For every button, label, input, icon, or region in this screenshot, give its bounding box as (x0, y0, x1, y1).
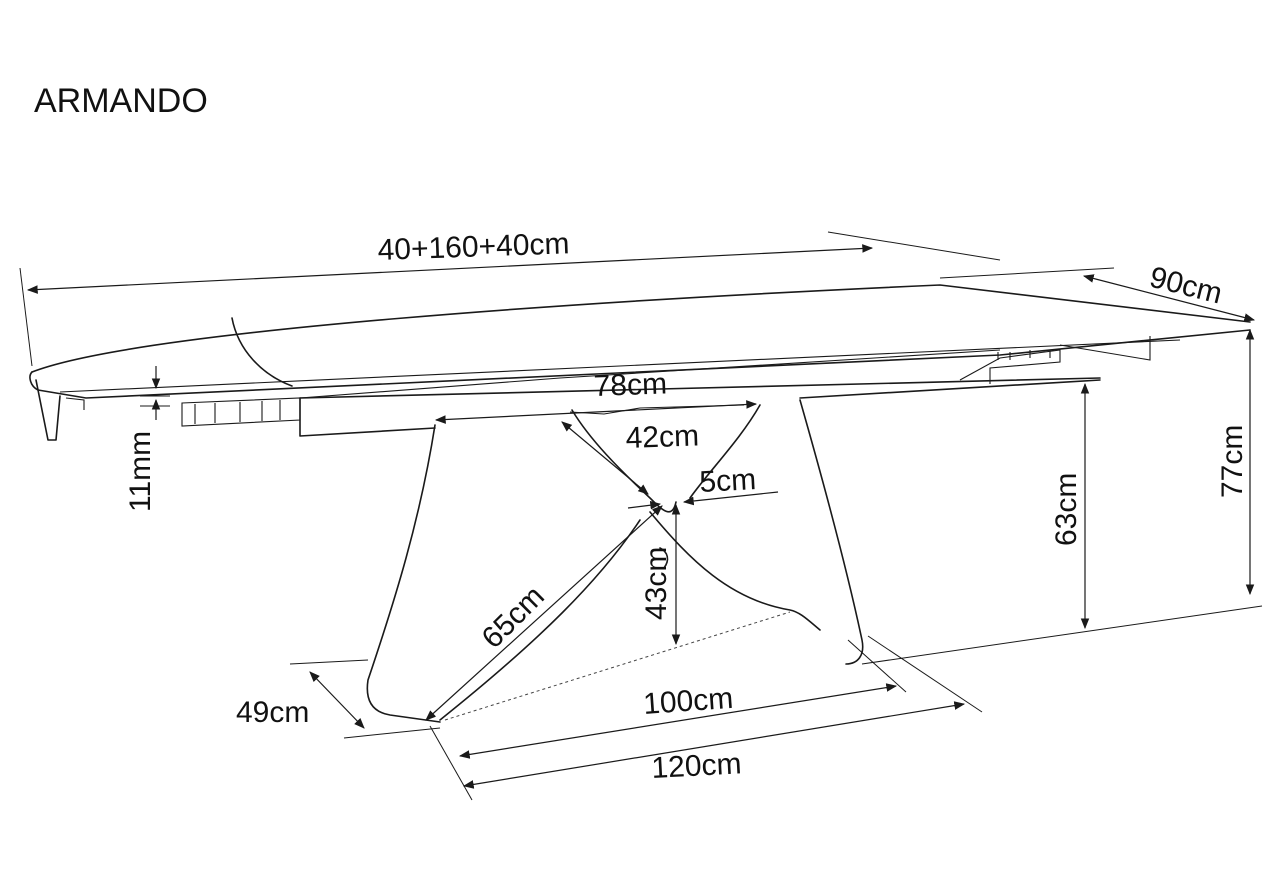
depth-label: 90cm (1146, 261, 1225, 311)
beam-width-label: 5cm (699, 463, 757, 499)
cross-height-label: 43cm (640, 547, 673, 620)
table-top (29, 284, 1251, 441)
foot-depth-label: 49cm (236, 696, 309, 729)
dimension-lines (19, 231, 1263, 801)
upper-span-label: 78cm (593, 367, 667, 403)
inner-span-label: 42cm (625, 419, 699, 455)
foot-length-label: 120cm (651, 747, 743, 785)
base-height-label: 63cm (1050, 473, 1083, 546)
length-label: 40+160+40cm (377, 227, 570, 267)
table-base (366, 399, 864, 723)
height-label: 77cm (1216, 425, 1249, 498)
thickness-label: 11mm (124, 431, 157, 512)
base-length-label: 100cm (642, 682, 734, 721)
product-title: ARMANDO (34, 82, 208, 120)
